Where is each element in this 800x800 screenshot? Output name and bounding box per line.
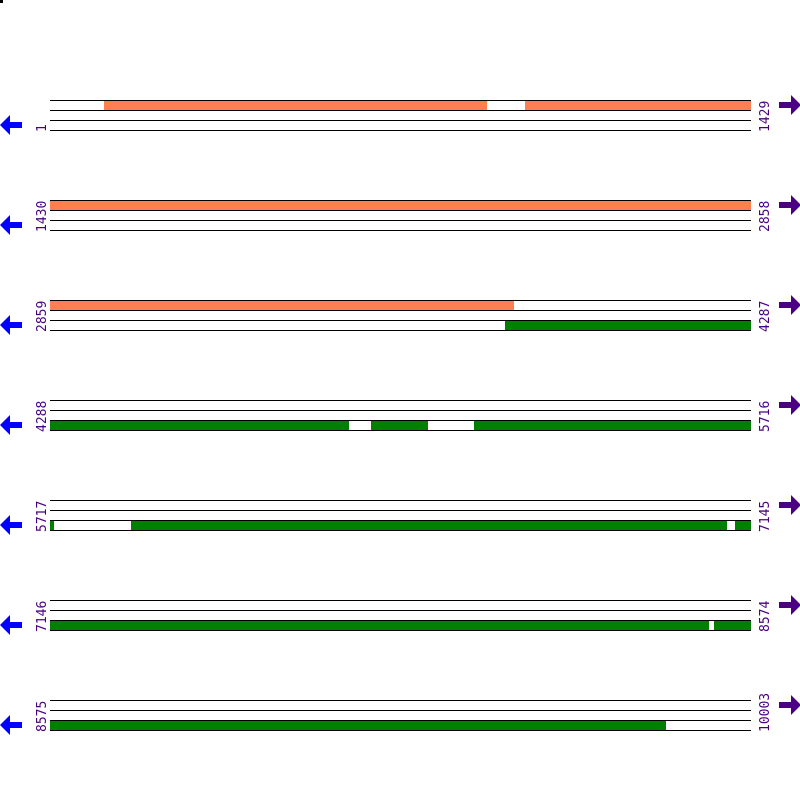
frame-line [50, 320, 751, 321]
frame-line [50, 220, 751, 221]
orf-segment [131, 520, 727, 530]
orf-segment [50, 720, 666, 730]
end-position-label: 5716 [758, 400, 773, 432]
left-arrow-icon[interactable] [0, 715, 22, 735]
orf-segment [50, 200, 751, 210]
end-position-label: 2858 [758, 200, 773, 232]
frame-line [50, 420, 751, 421]
frame-line [50, 230, 751, 231]
left-arrow-icon[interactable] [0, 615, 22, 635]
start-position-label: 8575 [35, 700, 50, 732]
frame-line [50, 610, 751, 611]
frame-line [50, 620, 751, 621]
end-position-label: 10003 [758, 692, 773, 732]
end-position-label: 7145 [758, 500, 773, 532]
start-position-label: 2859 [35, 300, 50, 332]
corner-marker [0, 0, 3, 3]
frame-line [50, 530, 751, 531]
right-arrow-icon[interactable] [779, 195, 800, 215]
right-arrow-icon[interactable] [779, 95, 800, 115]
frame-line [50, 330, 751, 331]
left-arrow-icon[interactable] [0, 515, 22, 535]
right-arrow-icon[interactable] [779, 295, 800, 315]
right-arrow-icon[interactable] [779, 595, 800, 615]
frame-line [50, 500, 751, 501]
start-position-label: 1 [35, 124, 50, 132]
frame-line [50, 510, 751, 511]
start-position-label: 5717 [35, 500, 50, 532]
frame-line [50, 630, 751, 631]
start-position-label: 1430 [35, 200, 50, 232]
frame-line [50, 120, 751, 121]
end-position-label: 4287 [758, 300, 773, 332]
frame-line [50, 210, 751, 211]
orf-segment [735, 520, 751, 530]
orf-segment [50, 300, 514, 310]
start-position-label: 7146 [35, 600, 50, 632]
frame-line [50, 310, 751, 311]
frame-line [50, 200, 751, 201]
orf-segment [505, 320, 751, 330]
frame-line [50, 100, 751, 101]
frame-line [50, 600, 751, 601]
orf-segment [50, 620, 709, 630]
end-position-label: 1429 [758, 100, 773, 132]
left-arrow-icon[interactable] [0, 115, 22, 135]
start-position-label: 4288 [35, 400, 50, 432]
right-arrow-icon[interactable] [779, 495, 800, 515]
frame-line [50, 700, 751, 701]
end-position-label: 8574 [758, 600, 773, 632]
frame-line [50, 430, 751, 431]
frame-line [50, 110, 751, 111]
frame-line [50, 730, 751, 731]
frame-line [50, 400, 751, 401]
left-arrow-icon[interactable] [0, 215, 22, 235]
left-arrow-icon[interactable] [0, 415, 22, 435]
frame-line [50, 710, 751, 711]
orf-segment [371, 420, 428, 430]
frame-line [50, 410, 751, 411]
orf-segment [104, 100, 487, 110]
orf-segment [474, 420, 751, 430]
orf-segment [525, 100, 751, 110]
left-arrow-icon[interactable] [0, 315, 22, 335]
frame-line [50, 720, 751, 721]
frame-line [50, 130, 751, 131]
orf-segment [50, 420, 349, 430]
frame-line [50, 520, 751, 521]
orf-segment [714, 620, 751, 630]
right-arrow-icon[interactable] [779, 395, 800, 415]
right-arrow-icon[interactable] [779, 695, 800, 715]
frame-line [50, 300, 751, 301]
orf-segment [50, 520, 54, 530]
